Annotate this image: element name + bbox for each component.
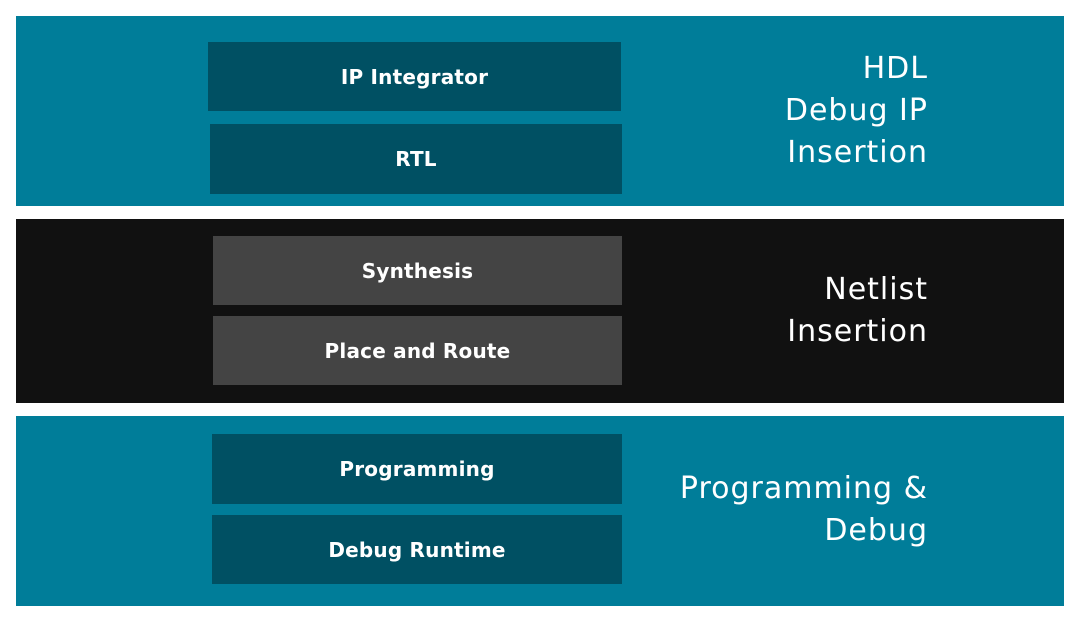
rtl-box: RTL <box>210 124 622 194</box>
ip-integrator-box: IP Integrator <box>208 42 621 111</box>
netlist-band-label: Netlist Insertion <box>787 269 928 353</box>
netlist-insertion-band: Synthesis Place and Route Netlist Insert… <box>16 219 1064 403</box>
programming-band-label: Programming & Debug <box>680 468 928 552</box>
place-and-route-box: Place and Route <box>213 316 622 385</box>
netlist-label-line-1: Netlist <box>824 272 928 307</box>
hdl-label-line-2: Debug IP <box>784 93 928 128</box>
rtl-label: RTL <box>395 147 437 171</box>
programming-and-debug-band: Programming Debug Runtime Programming & … <box>16 416 1064 606</box>
synthesis-box: Synthesis <box>213 236 622 305</box>
place-and-route-label: Place and Route <box>324 338 511 363</box>
hdl-label-line-3: Insertion <box>787 135 928 170</box>
debug-runtime-label: Debug Runtime <box>328 537 506 562</box>
hdl-label-line-1: HDL <box>862 51 928 86</box>
hdl-debug-ip-insertion-band: IP Integrator RTL HDL Debug IP Insertion <box>16 16 1064 206</box>
programming-label: Programming <box>339 457 495 481</box>
hdl-band-label: HDL Debug IP Insertion <box>785 48 928 174</box>
synthesis-label: Synthesis <box>361 258 474 283</box>
programming-label-line-2: Debug <box>824 513 928 548</box>
programming-box: Programming <box>212 434 622 504</box>
ip-integrator-label: IP Integrator <box>340 64 489 89</box>
programming-label-line-1: Programming & <box>679 471 928 506</box>
netlist-label-line-2: Insertion <box>787 314 928 349</box>
debug-runtime-box: Debug Runtime <box>212 515 622 584</box>
